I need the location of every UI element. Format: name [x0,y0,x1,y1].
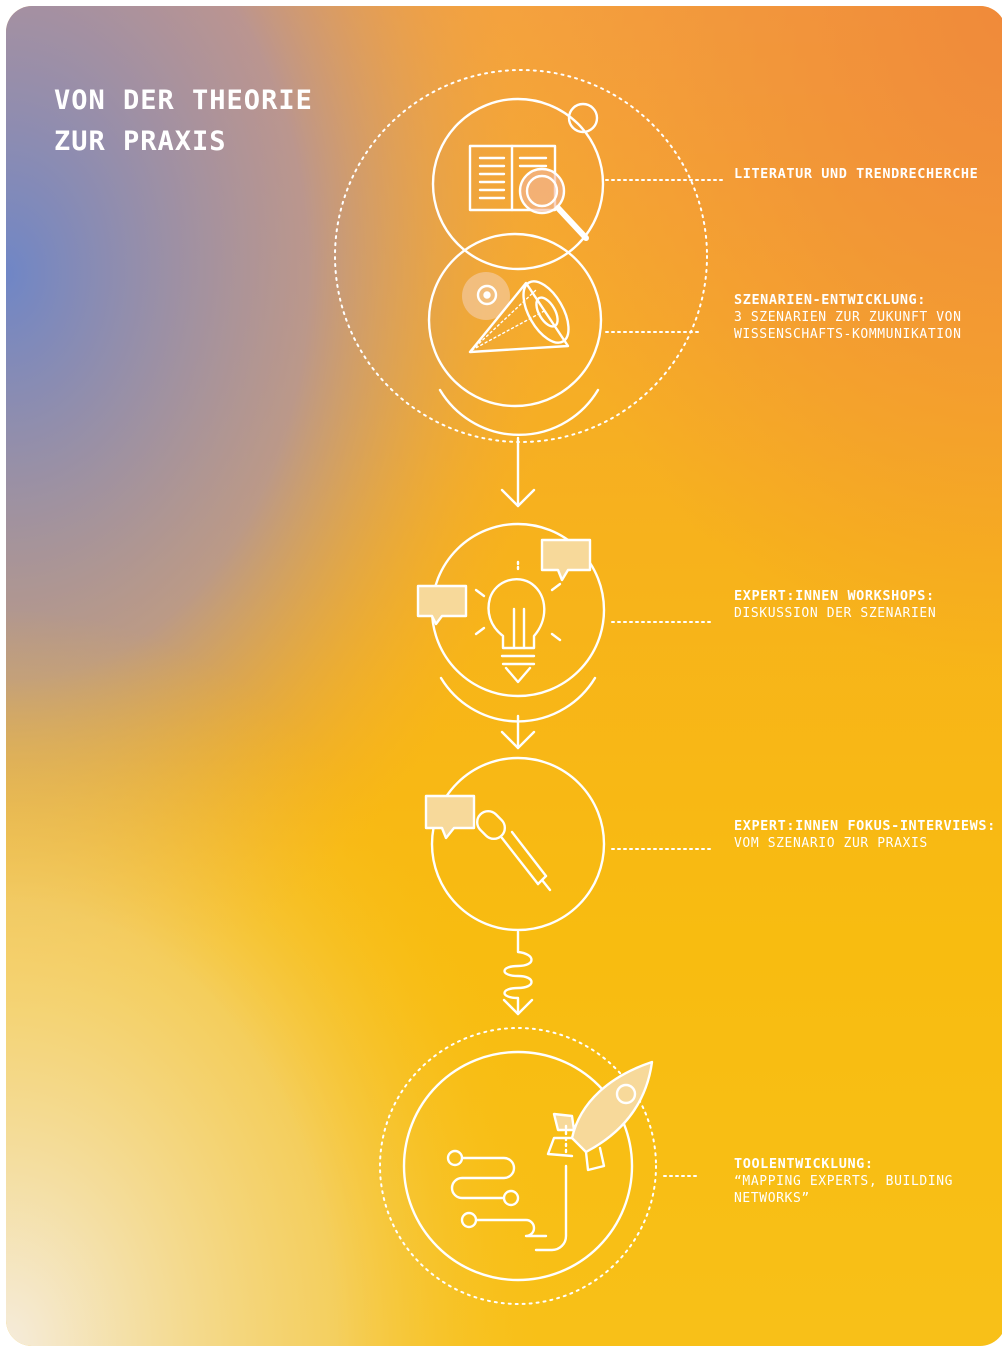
book-magnifier-icon [468,144,589,241]
lightbulb-icon [474,560,562,684]
projector-cone-icon [462,272,570,354]
step-4-text: EXPERT:INNEN FOKUS-INTERVIEWS: VOM SZENA… [734,818,1002,852]
microphone-icon [475,809,552,892]
step-5-text: TOOLENTWICKLUNG: “MAPPING EXPERTS, BUILD… [734,1156,1002,1207]
background-gradient [6,6,1002,1346]
process-diagram [334,69,723,1305]
step-3-icon [416,522,711,723]
step-5-heading: TOOLENTWICKLUNG: [734,1156,874,1172]
step-5-icon [379,1027,701,1305]
step-2-icon [427,232,701,437]
step-2-heading: SZENARIEN-ENTWICKLUNG: [734,292,927,308]
step-1-heading: LITERATUR UND TRENDRECHERCHE [734,166,979,182]
arrow-down-1 [500,436,536,508]
step-1-text: LITERATUR UND TRENDRECHERCHE [734,166,1002,183]
step-3-description: DISKUSSION DER SZENARIEN [734,606,937,621]
arrow-down-2 [500,714,536,750]
step-2-text: SZENARIEN-ENTWICKLUNG: 3 SZENARIEN ZUR Z… [734,292,1002,343]
infographic-card: VON DER THEORIE ZUR PRAXIS LITERATUR UND… [6,6,1002,1346]
step-3-text: EXPERT:INNEN WORKSHOPS: DISKUSSION DER S… [734,588,1002,622]
arrow-coil [502,930,534,1016]
step-1-icon [431,97,723,271]
step-4-icon [424,756,711,932]
step-5-description: “MAPPING EXPERTS, BUILDING NETWORKS” [734,1174,954,1206]
speech-bubble-icon [416,538,592,626]
rocket-network-icon [446,1060,654,1252]
phase-1-ring [334,69,708,443]
speech-bubble-icon-2 [424,794,476,840]
page-title: VON DER THEORIE ZUR PRAXIS [54,85,313,157]
step-3-heading: EXPERT:INNEN WORKSHOPS: [734,588,935,604]
step-4-heading: EXPERT:INNEN FOKUS-INTERVIEWS: [734,818,996,834]
step-2-description: 3 SZENARIEN ZUR ZUKUNFT VON WISSENSCHAFT… [734,310,962,342]
step-4-description: VOM SZENARIO ZUR PRAXIS [734,836,928,851]
